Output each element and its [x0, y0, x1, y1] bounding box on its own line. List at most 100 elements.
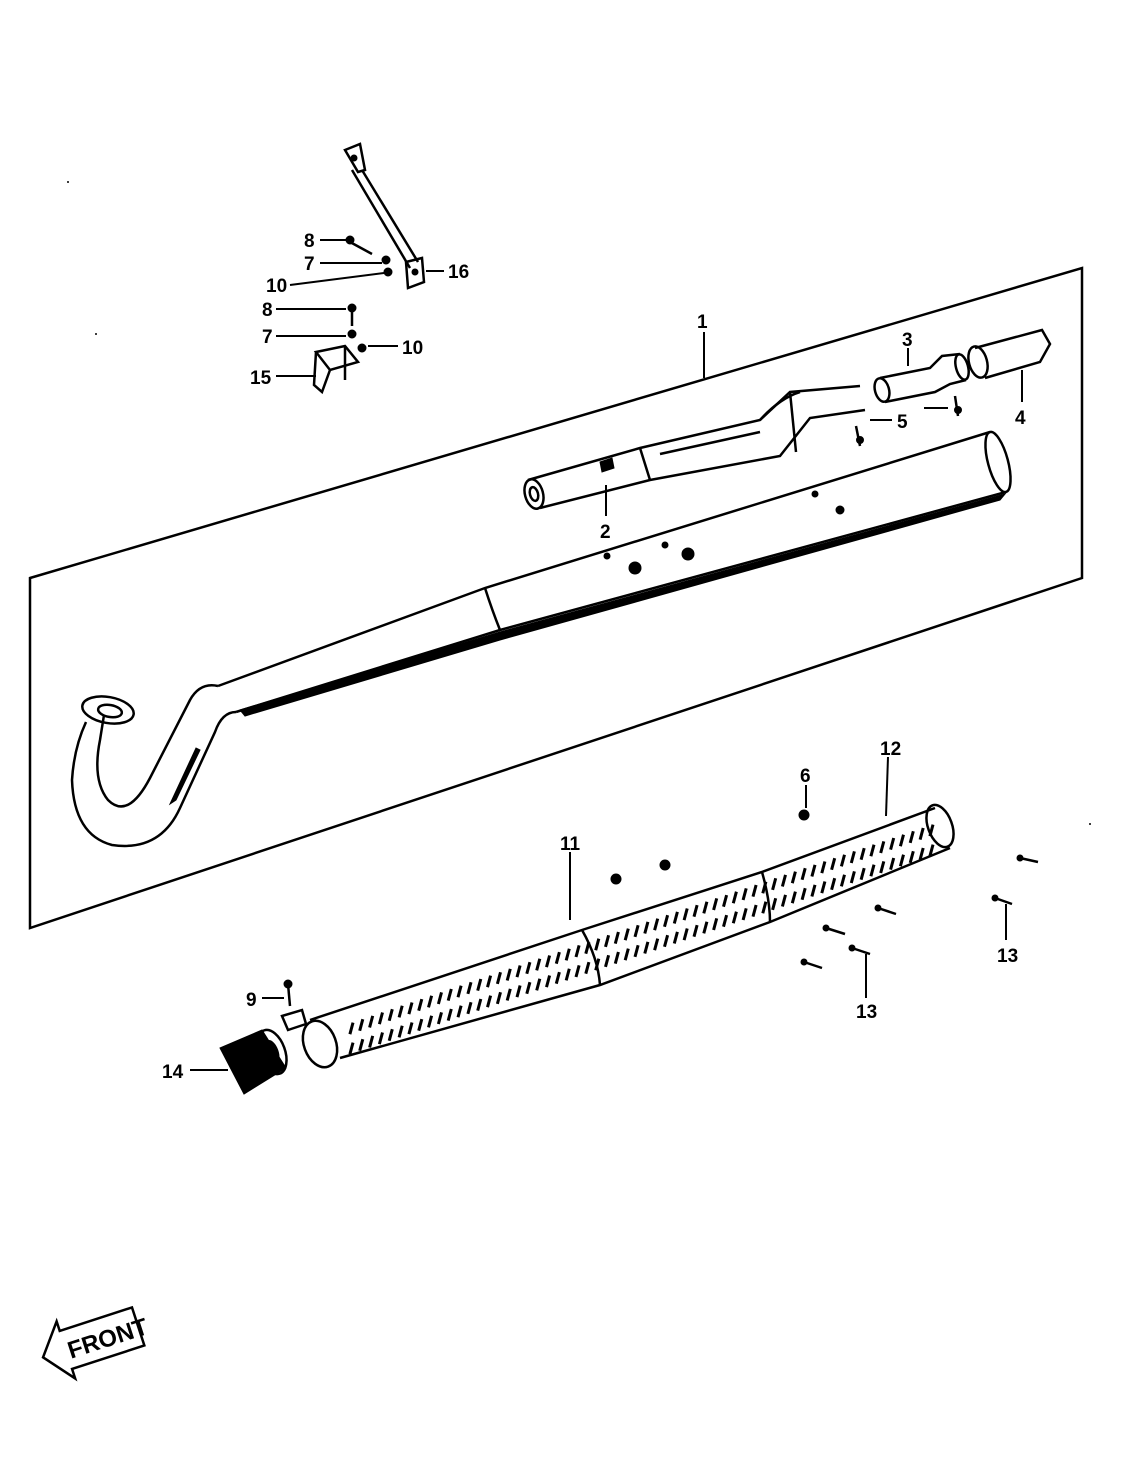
guard-slot — [751, 904, 758, 917]
guard-slot — [515, 965, 522, 978]
label-7-upper: 7 — [304, 254, 315, 275]
guard-slot — [692, 924, 699, 938]
guard-slot — [790, 891, 797, 904]
nut — [610, 873, 622, 885]
exhaust-pipe — [70, 430, 1012, 848]
guard-slot — [859, 867, 866, 881]
guard-slot — [476, 978, 483, 991]
guard-slot — [790, 871, 797, 884]
label-13-left: 13 — [856, 1002, 877, 1023]
guard-slot — [820, 861, 827, 874]
guard-slot — [682, 928, 689, 941]
label-7-lower: 7 — [262, 327, 273, 348]
guard-slot — [692, 904, 699, 918]
guard-slot — [407, 1022, 414, 1035]
tail-pipe — [967, 328, 1052, 380]
guard-slot — [643, 941, 650, 954]
label-10-upper: 10 — [266, 276, 287, 297]
nut — [798, 809, 810, 821]
guard-slot — [810, 864, 817, 877]
guard-slot — [436, 992, 443, 1005]
label-3: 3 — [902, 330, 913, 351]
guard-slot — [486, 975, 493, 988]
guard-slot — [751, 884, 758, 897]
guard-slot — [368, 1015, 375, 1028]
guard-slot — [495, 971, 502, 985]
guard-slot — [928, 824, 935, 837]
label-11: 11 — [560, 834, 581, 855]
clamp-screw — [280, 979, 308, 1032]
guard-slot — [545, 975, 552, 988]
guard-slot — [456, 1005, 463, 1018]
guard-slot — [594, 938, 601, 951]
screws-5 — [854, 395, 962, 447]
guard-slot — [525, 981, 532, 995]
guard-slot — [869, 864, 876, 877]
guard-slot — [859, 847, 866, 861]
guard-slot — [358, 1038, 365, 1052]
guard-slot — [682, 908, 689, 921]
guard-slot — [377, 1032, 384, 1045]
guard-slot — [348, 1042, 355, 1055]
guard-slot — [918, 827, 925, 840]
guard-slot — [643, 921, 650, 934]
guard-slot — [849, 871, 856, 884]
guard-slot — [810, 884, 817, 897]
guard-slot — [898, 834, 905, 847]
guard-slot — [358, 1018, 365, 1032]
guard-slot — [486, 995, 493, 1008]
guard-slot — [672, 911, 679, 924]
label-2: 2 — [600, 522, 611, 543]
guard-slot — [446, 988, 453, 1001]
guard-slot — [387, 1028, 394, 1042]
guard-slot — [879, 841, 886, 854]
guard-slot — [633, 924, 640, 938]
guard-slot — [476, 998, 483, 1011]
guard-slot — [928, 844, 935, 857]
label-8-upper: 8 — [304, 231, 315, 252]
guard-slot — [574, 945, 581, 958]
guard-slot — [613, 931, 620, 944]
guard-slot — [898, 854, 905, 867]
guard-slot — [446, 1008, 453, 1021]
guard-slot — [839, 854, 846, 867]
guard-slot — [427, 995, 434, 1008]
guard-slot — [820, 881, 827, 894]
label-9: 9 — [246, 990, 257, 1011]
guard-slot — [731, 911, 738, 924]
guard-slot — [908, 830, 915, 844]
guard-slot — [397, 1025, 404, 1038]
guard-slot — [427, 1015, 434, 1028]
guard-slot — [505, 968, 512, 981]
guard-slot — [771, 877, 778, 891]
label-4: 4 — [1015, 408, 1026, 429]
guard-slot — [604, 934, 611, 948]
guard-slot — [761, 881, 768, 894]
guard-slot — [741, 908, 748, 921]
guard-slot — [505, 988, 512, 1001]
front-arrow: FRONT — [41, 1305, 152, 1382]
guard-slot — [722, 894, 729, 908]
tail-pipe-insert — [873, 352, 970, 404]
guard-slot — [525, 961, 532, 975]
guard-slot — [712, 918, 719, 931]
guard-slot — [613, 951, 620, 964]
guard-slots — [348, 824, 935, 1055]
guard-slot — [771, 897, 778, 911]
guard-slot — [377, 1012, 384, 1025]
guard-slot — [535, 978, 542, 991]
guard-slot — [761, 901, 768, 914]
guard-slot — [554, 951, 561, 965]
guard-slot — [515, 985, 522, 998]
guard-slot — [653, 938, 660, 951]
guard-slot — [800, 867, 807, 881]
guard-slot — [564, 948, 571, 961]
guard-slot — [466, 1001, 473, 1015]
label-12: 12 — [880, 739, 901, 760]
guard-slot — [839, 874, 846, 887]
heat-guard — [301, 803, 955, 1069]
guard-slot — [417, 998, 424, 1012]
guard-slot — [417, 1018, 424, 1032]
guard-slot — [830, 857, 837, 871]
